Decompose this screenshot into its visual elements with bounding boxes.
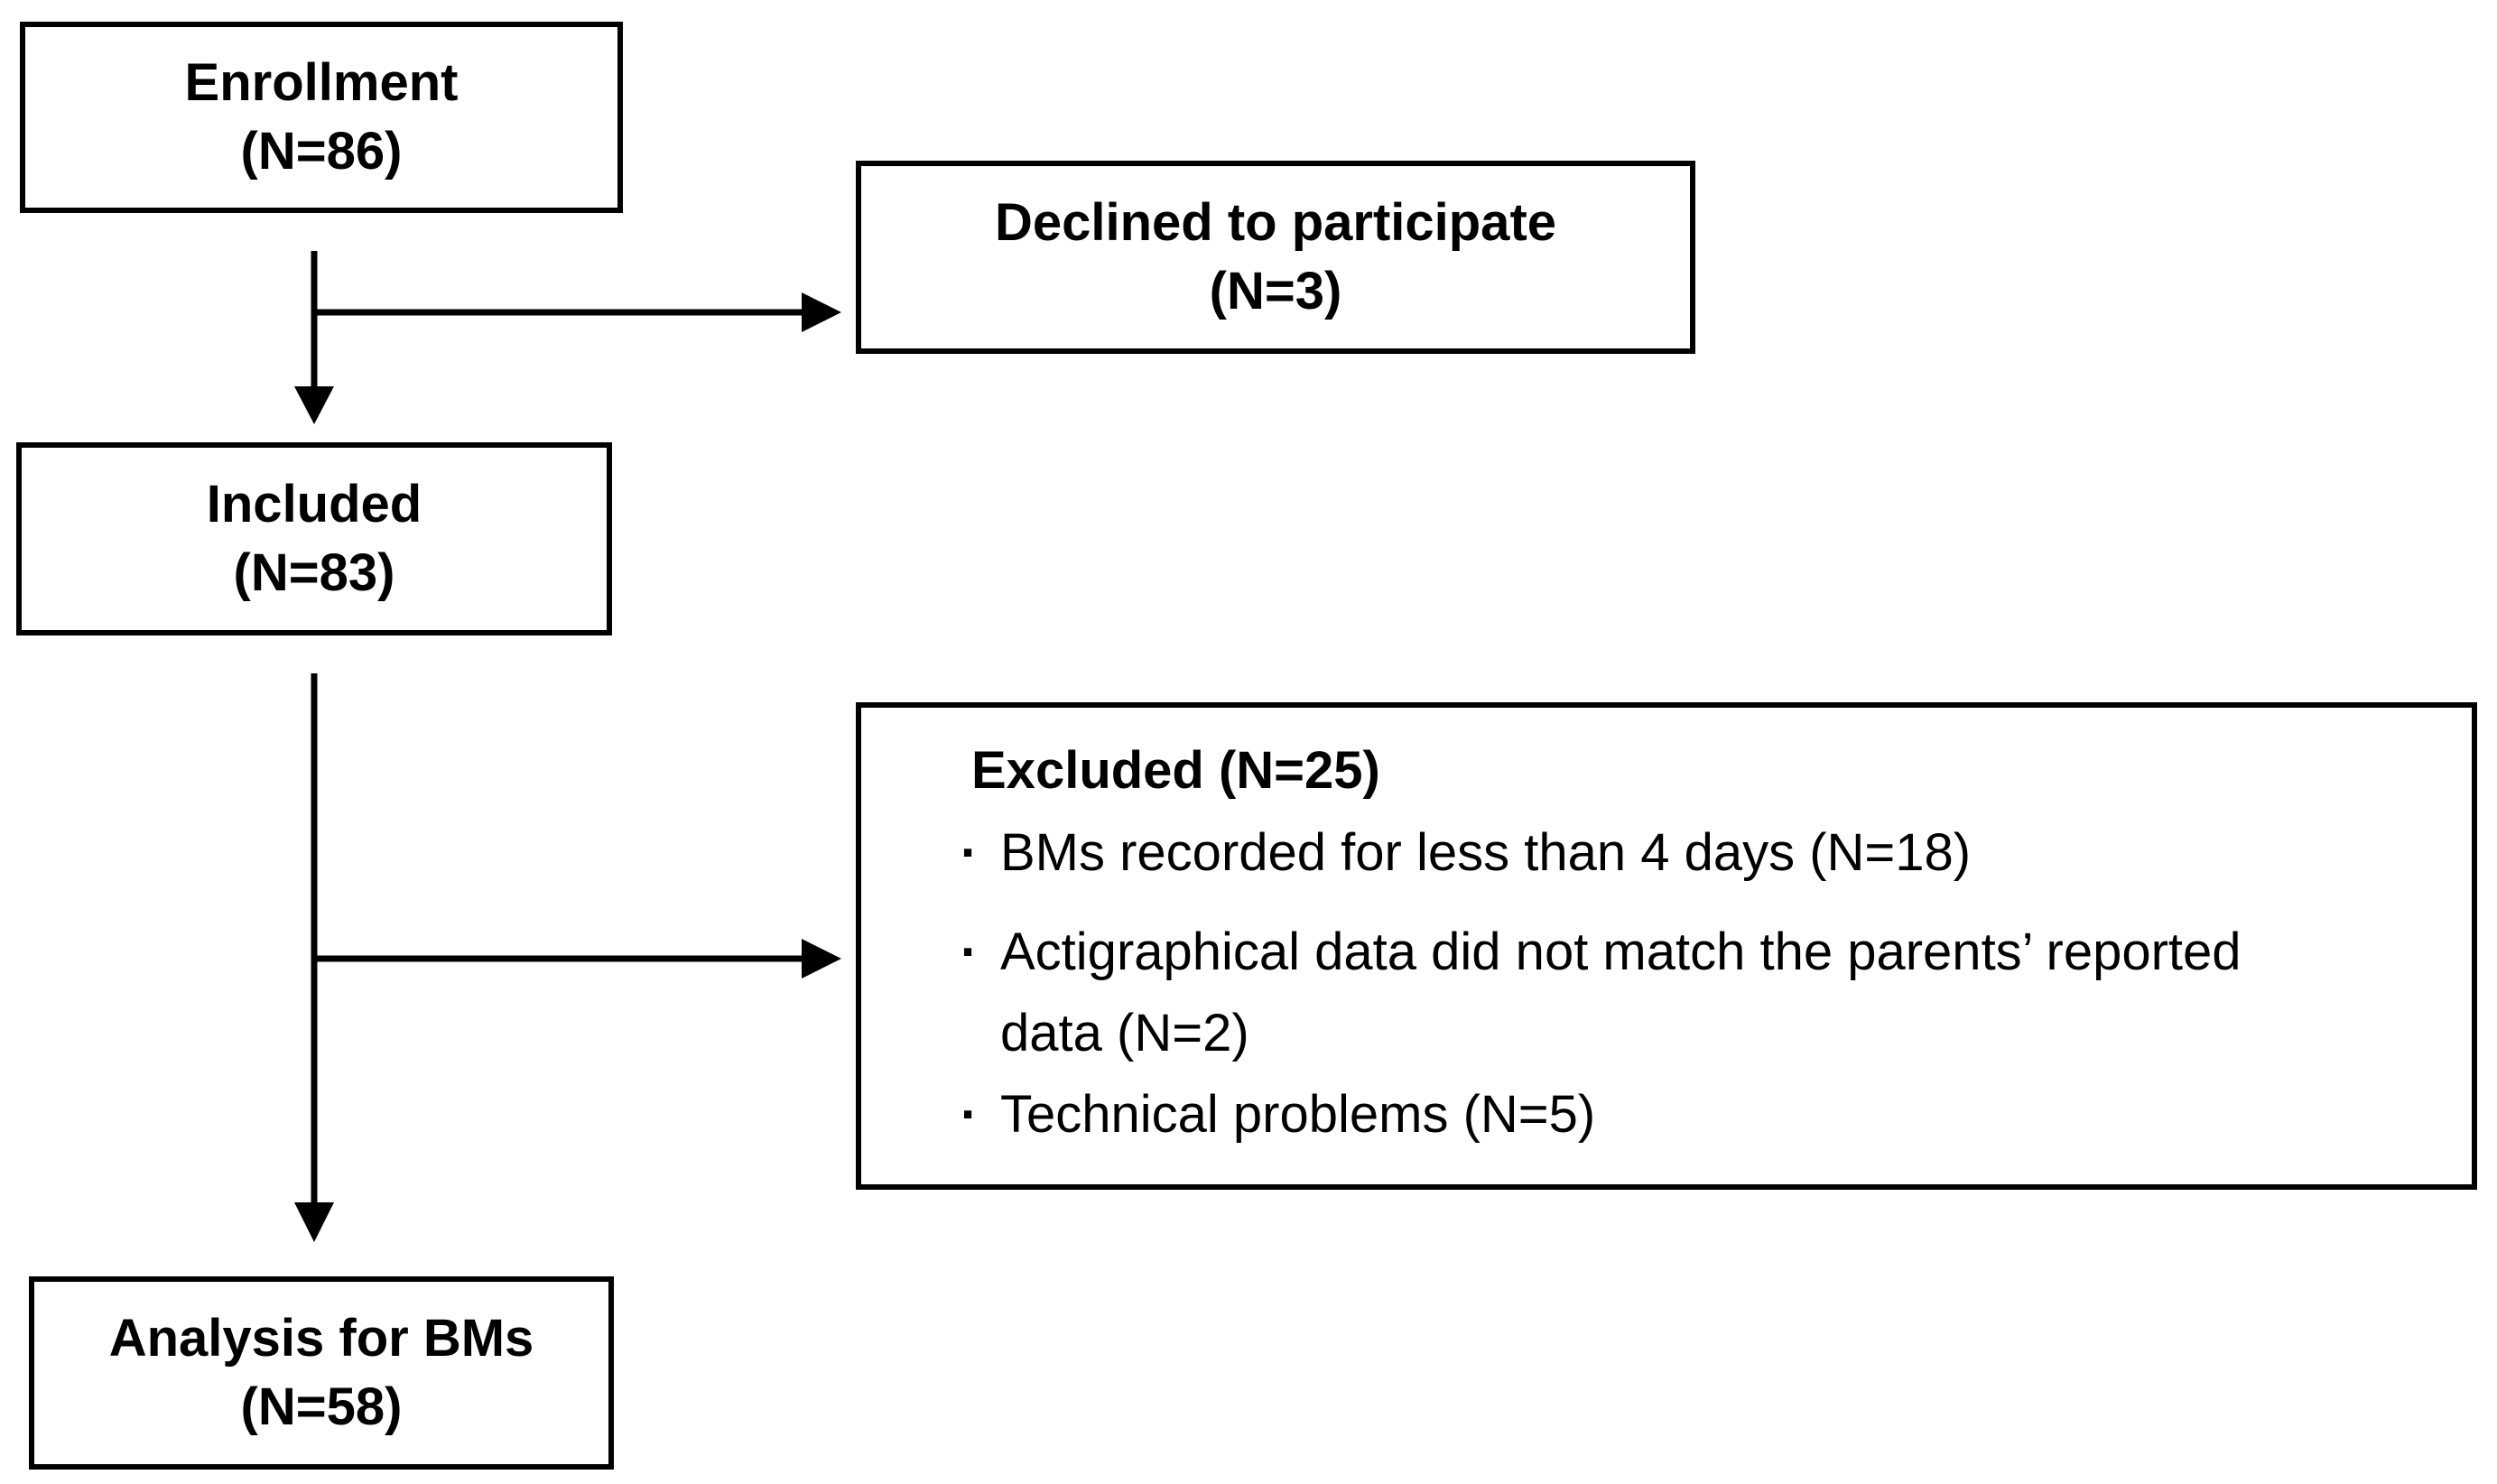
to-excluded-arrowhead (802, 939, 841, 979)
excluded-reason-text-continued: data (N=2) (1000, 1004, 1249, 1062)
analysis-title: Analysis for BMs (108, 1309, 534, 1368)
excluded-reasons-list: BMs recorded for less than 4 days (N=18)… (961, 812, 2242, 1155)
excluded-reason-text: Technical problems (N=5) (1000, 1085, 1596, 1144)
included-box: Included (N=83) (16, 442, 612, 635)
excluded-reason: BMs recorded for less than 4 days (N=18) (961, 812, 2242, 894)
declined-count: (N=3) (1209, 262, 1342, 320)
analysis-count: (N=58) (240, 1377, 403, 1436)
excluded-reason-text: BMs recorded for less than 4 days (N=18) (1000, 823, 1972, 882)
declined-box: Declined to participate (N=3) (856, 161, 1695, 354)
enrollment-to-included-arrowhead (294, 386, 334, 424)
enrollment-title: Enrollment (184, 53, 459, 112)
excluded-reason: Technical problems (N=5) (961, 1074, 2242, 1155)
to-declined-arrowhead (802, 292, 841, 332)
excluded-reason-text: Actigraphical data did not match the par… (1000, 923, 2242, 981)
analysis-box: Analysis for BMs (N=58) (29, 1276, 614, 1470)
excluded-title: Excluded (N=25) (971, 741, 1380, 800)
excluded-reason: Actigraphical data did not match the par… (961, 912, 2242, 1074)
included-title: Included (206, 475, 422, 533)
included-count: (N=83) (233, 543, 395, 602)
declined-title: Declined to participate (994, 193, 1557, 252)
enrollment-count: (N=86) (240, 122, 403, 181)
enrollment-box: Enrollment (N=86) (20, 22, 623, 213)
included-to-analysis-arrowhead (294, 1202, 334, 1242)
excluded-box: Excluded (N=25) BMs recorded for less th… (856, 702, 2477, 1190)
